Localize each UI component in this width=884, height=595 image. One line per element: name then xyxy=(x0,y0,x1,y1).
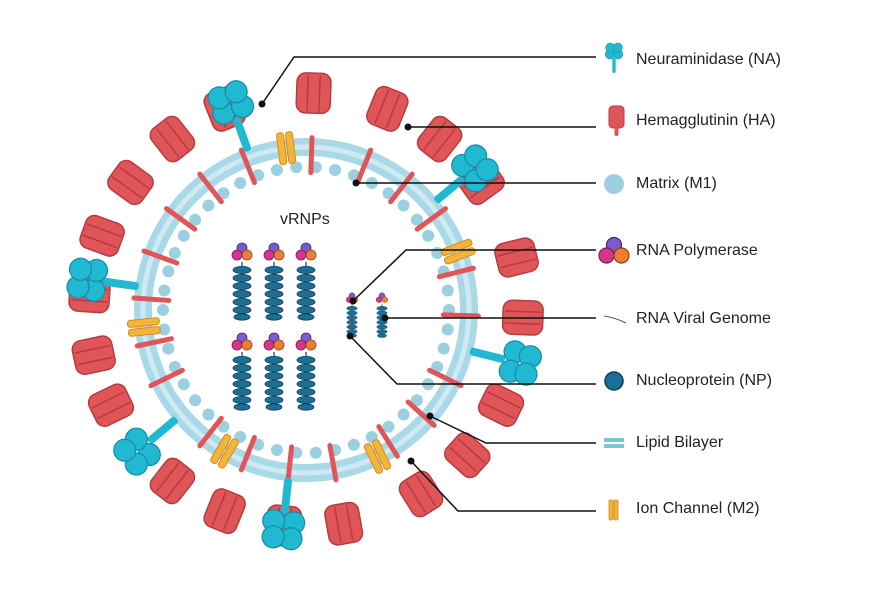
ion-channel-icon xyxy=(608,499,619,521)
matrix-bead xyxy=(162,342,175,355)
leader-m2 xyxy=(410,460,596,512)
hemagglutinin-icon xyxy=(608,105,625,136)
leader-na xyxy=(261,56,596,105)
legend-label-lipid: Lipid Bilayer xyxy=(636,434,724,451)
legend-label-m2: Ion Channel (M2) xyxy=(636,500,760,517)
rna-polymerase-icon xyxy=(598,236,630,264)
matrix-bead xyxy=(234,177,247,189)
leader-np xyxy=(349,335,596,385)
matrix-bead xyxy=(158,323,171,336)
matrix-bead xyxy=(202,408,215,421)
neuraminidase xyxy=(464,329,545,390)
matrix-bead xyxy=(158,284,171,297)
matrix-bead xyxy=(410,394,423,407)
matrix-bead xyxy=(309,446,322,459)
neuraminidase-icon xyxy=(604,42,624,74)
rna-genome-icon xyxy=(603,315,627,324)
leader-dots xyxy=(258,100,434,465)
legend-label-pol: RNA Polymerase xyxy=(636,242,758,259)
matrix-bead xyxy=(168,247,181,259)
matrix-bead xyxy=(382,187,395,200)
matrix-bead xyxy=(217,420,230,433)
matrix-bead xyxy=(162,265,175,278)
legend-label-np: Nucleoprotein (NP) xyxy=(636,372,773,389)
matrix-bead xyxy=(441,284,454,297)
legend-label-genome: RNA Viral Genome xyxy=(636,310,771,327)
matrix-bead xyxy=(437,342,450,355)
lipid-bilayer xyxy=(134,138,478,482)
matrix-bead xyxy=(270,164,283,176)
matrix-bead xyxy=(202,199,215,212)
matrix-bead xyxy=(177,229,190,242)
vrnps-label: vRNPs xyxy=(280,211,330,228)
leader-pol xyxy=(352,249,596,302)
lipid-bilayer-icon xyxy=(604,438,624,448)
matrix-bead xyxy=(410,213,423,226)
leader-lipid xyxy=(429,415,596,444)
leader-lines xyxy=(261,56,596,512)
matrix-icon xyxy=(604,174,624,194)
matrix-bead xyxy=(441,323,454,336)
legend-label-m1: Matrix (M1) xyxy=(636,175,717,192)
legend-label-na: Neuraminidase (NA) xyxy=(636,51,781,68)
matrix-bead xyxy=(189,394,202,407)
nucleoprotein-icon xyxy=(604,371,624,391)
matrix-bead xyxy=(347,438,360,451)
matrix-bead xyxy=(177,378,190,391)
matrix-bead xyxy=(189,213,202,226)
matrix-bead xyxy=(270,444,283,456)
matrix-bead xyxy=(382,420,395,433)
vrnp-cluster-top-left xyxy=(232,243,316,320)
matrix-bead xyxy=(290,161,303,174)
matrix-bead xyxy=(157,304,169,316)
matrix-bead xyxy=(329,164,342,176)
matrix-bead xyxy=(397,408,410,421)
matrix-bead xyxy=(422,229,435,242)
matrix-bead xyxy=(397,199,410,212)
matrix-bead xyxy=(217,187,230,200)
vrnp-cluster-bottom-left xyxy=(232,333,316,410)
legend-label-ha: Hemagglutinin (HA) xyxy=(636,112,776,129)
